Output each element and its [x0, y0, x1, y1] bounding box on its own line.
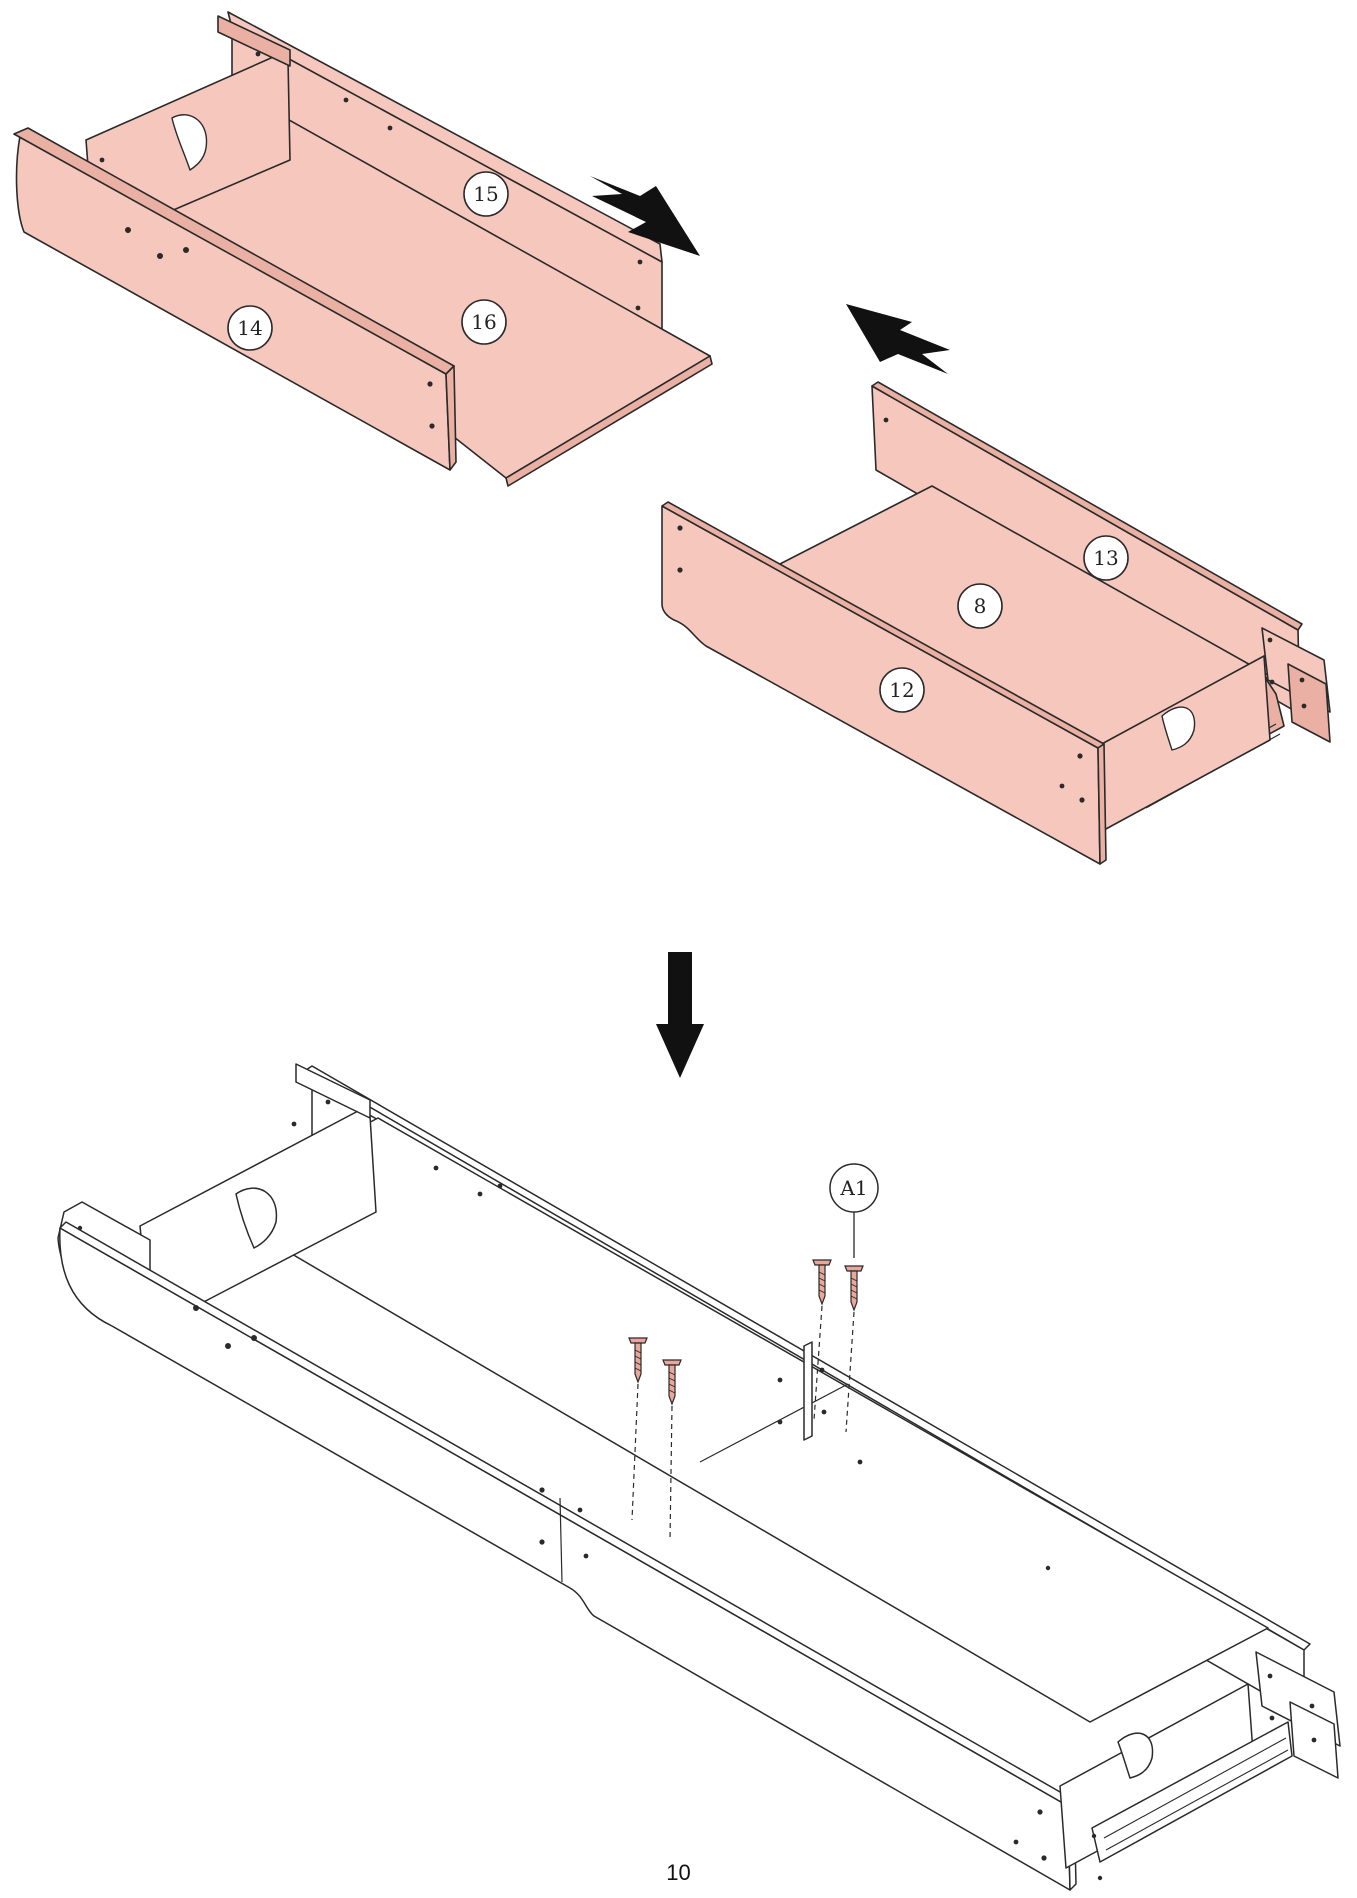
part-label-12: 12 — [889, 678, 914, 702]
part-label-8: 8 — [974, 594, 987, 618]
handle-cutout — [171, 114, 208, 171]
drawer-handle-left — [235, 1187, 278, 1249]
part-label-15: 15 — [473, 182, 498, 206]
arrow-slide-right — [590, 176, 700, 256]
part-label-16: 16 — [471, 310, 496, 334]
part-label-14: 14 — [237, 316, 262, 340]
part-label-13: 13 — [1093, 546, 1118, 570]
subassembly-right: 13 8 12 — [661, 381, 1331, 865]
arrow-next-step — [656, 952, 704, 1078]
subassembly-left: 15 16 14 — [13, 11, 713, 487]
hardware-label-a1: A1 — [839, 1176, 867, 1200]
drawer-handle-right — [1117, 1732, 1154, 1779]
drawer-front-side — [59, 1227, 1071, 1891]
arrow-slide-left — [846, 304, 950, 374]
assembled-drawer — [57, 1063, 1341, 1891]
screws-a1: A1 — [628, 1163, 879, 1541]
page-number: 10 — [666, 1860, 691, 1885]
panel-14 — [15, 135, 451, 471]
handle-cutout-right — [1161, 706, 1196, 751]
